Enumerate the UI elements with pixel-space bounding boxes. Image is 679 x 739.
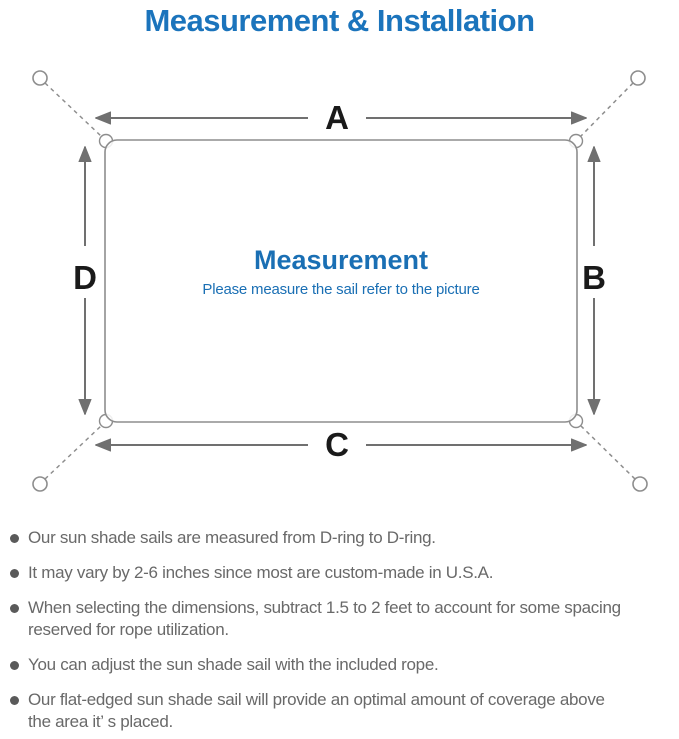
list-item: Our flat-edged sun shade sail will provi… xyxy=(10,689,675,733)
tether-line-top-right xyxy=(580,82,634,137)
anchor-point-bottom-left-icon xyxy=(32,476,48,492)
bullet-dot-icon xyxy=(10,604,19,613)
center-subheading: Please measure the sail refer to the pic… xyxy=(202,281,479,298)
list-item: It may vary by 2-6 inches since most are… xyxy=(10,562,675,584)
tether-line-bottom-right xyxy=(580,425,636,480)
list-item: When selecting the dimensions, subtract … xyxy=(10,597,675,641)
anchor-point-top-right-icon xyxy=(630,70,646,86)
anchor-point-top-left-icon xyxy=(32,70,48,86)
instruction-text: When selecting the dimensions, subtract … xyxy=(28,598,621,639)
sail-outline xyxy=(104,139,578,423)
center-heading: Measurement xyxy=(254,245,428,275)
measurement-diagram: A C D B Measurement Please measure the s… xyxy=(32,70,648,492)
instruction-text: You can adjust the sun shade sail with t… xyxy=(28,655,439,674)
bullet-dot-icon xyxy=(10,534,19,543)
dimension-label-b: B xyxy=(582,259,606,296)
tether-line-top-left xyxy=(44,82,102,137)
list-item: Our sun shade sails are measured from D-… xyxy=(10,527,675,549)
dimension-label-c: C xyxy=(325,426,349,463)
bullet-dot-icon xyxy=(10,661,19,670)
page-title: Measurement & Installation xyxy=(144,3,535,38)
tether-line-bottom-left xyxy=(44,425,102,480)
instructions-list: Our sun shade sails are measured from D-… xyxy=(0,527,679,733)
bullet-dot-icon xyxy=(10,569,19,578)
instruction-text: It may vary by 2-6 inches since most are… xyxy=(28,563,494,582)
dimension-label-d: D xyxy=(73,259,97,296)
bullet-dot-icon xyxy=(10,696,19,705)
list-item: You can adjust the sun shade sail with t… xyxy=(10,654,675,676)
anchor-point-bottom-right-icon xyxy=(632,476,648,492)
dimension-label-a: A xyxy=(325,99,349,136)
instruction-text: Our flat-edged sun shade sail will provi… xyxy=(28,690,605,731)
instruction-text: Our sun shade sails are measured from D-… xyxy=(28,528,436,547)
